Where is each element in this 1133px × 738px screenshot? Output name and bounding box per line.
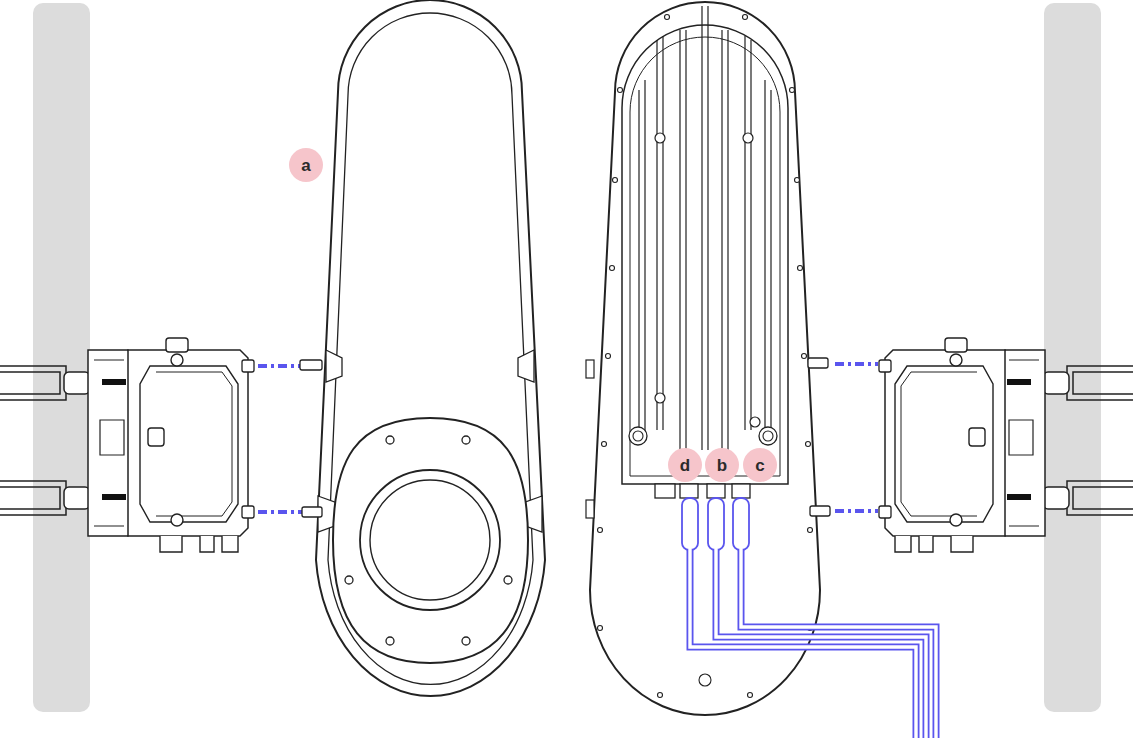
pole xyxy=(33,3,90,712)
callout-number: c xyxy=(743,448,777,482)
callout-number: d xyxy=(668,448,702,482)
callout-label: c xyxy=(755,457,764,474)
callout-label: a xyxy=(301,157,310,174)
callout-label: b xyxy=(717,457,727,474)
antenna-rear-view xyxy=(586,2,830,715)
cable xyxy=(682,498,936,738)
callout-label: d xyxy=(680,457,690,474)
antenna-front-view xyxy=(300,0,545,696)
pole xyxy=(1044,3,1101,712)
callout-number: a xyxy=(289,148,323,182)
callout-number: b xyxy=(705,448,739,482)
